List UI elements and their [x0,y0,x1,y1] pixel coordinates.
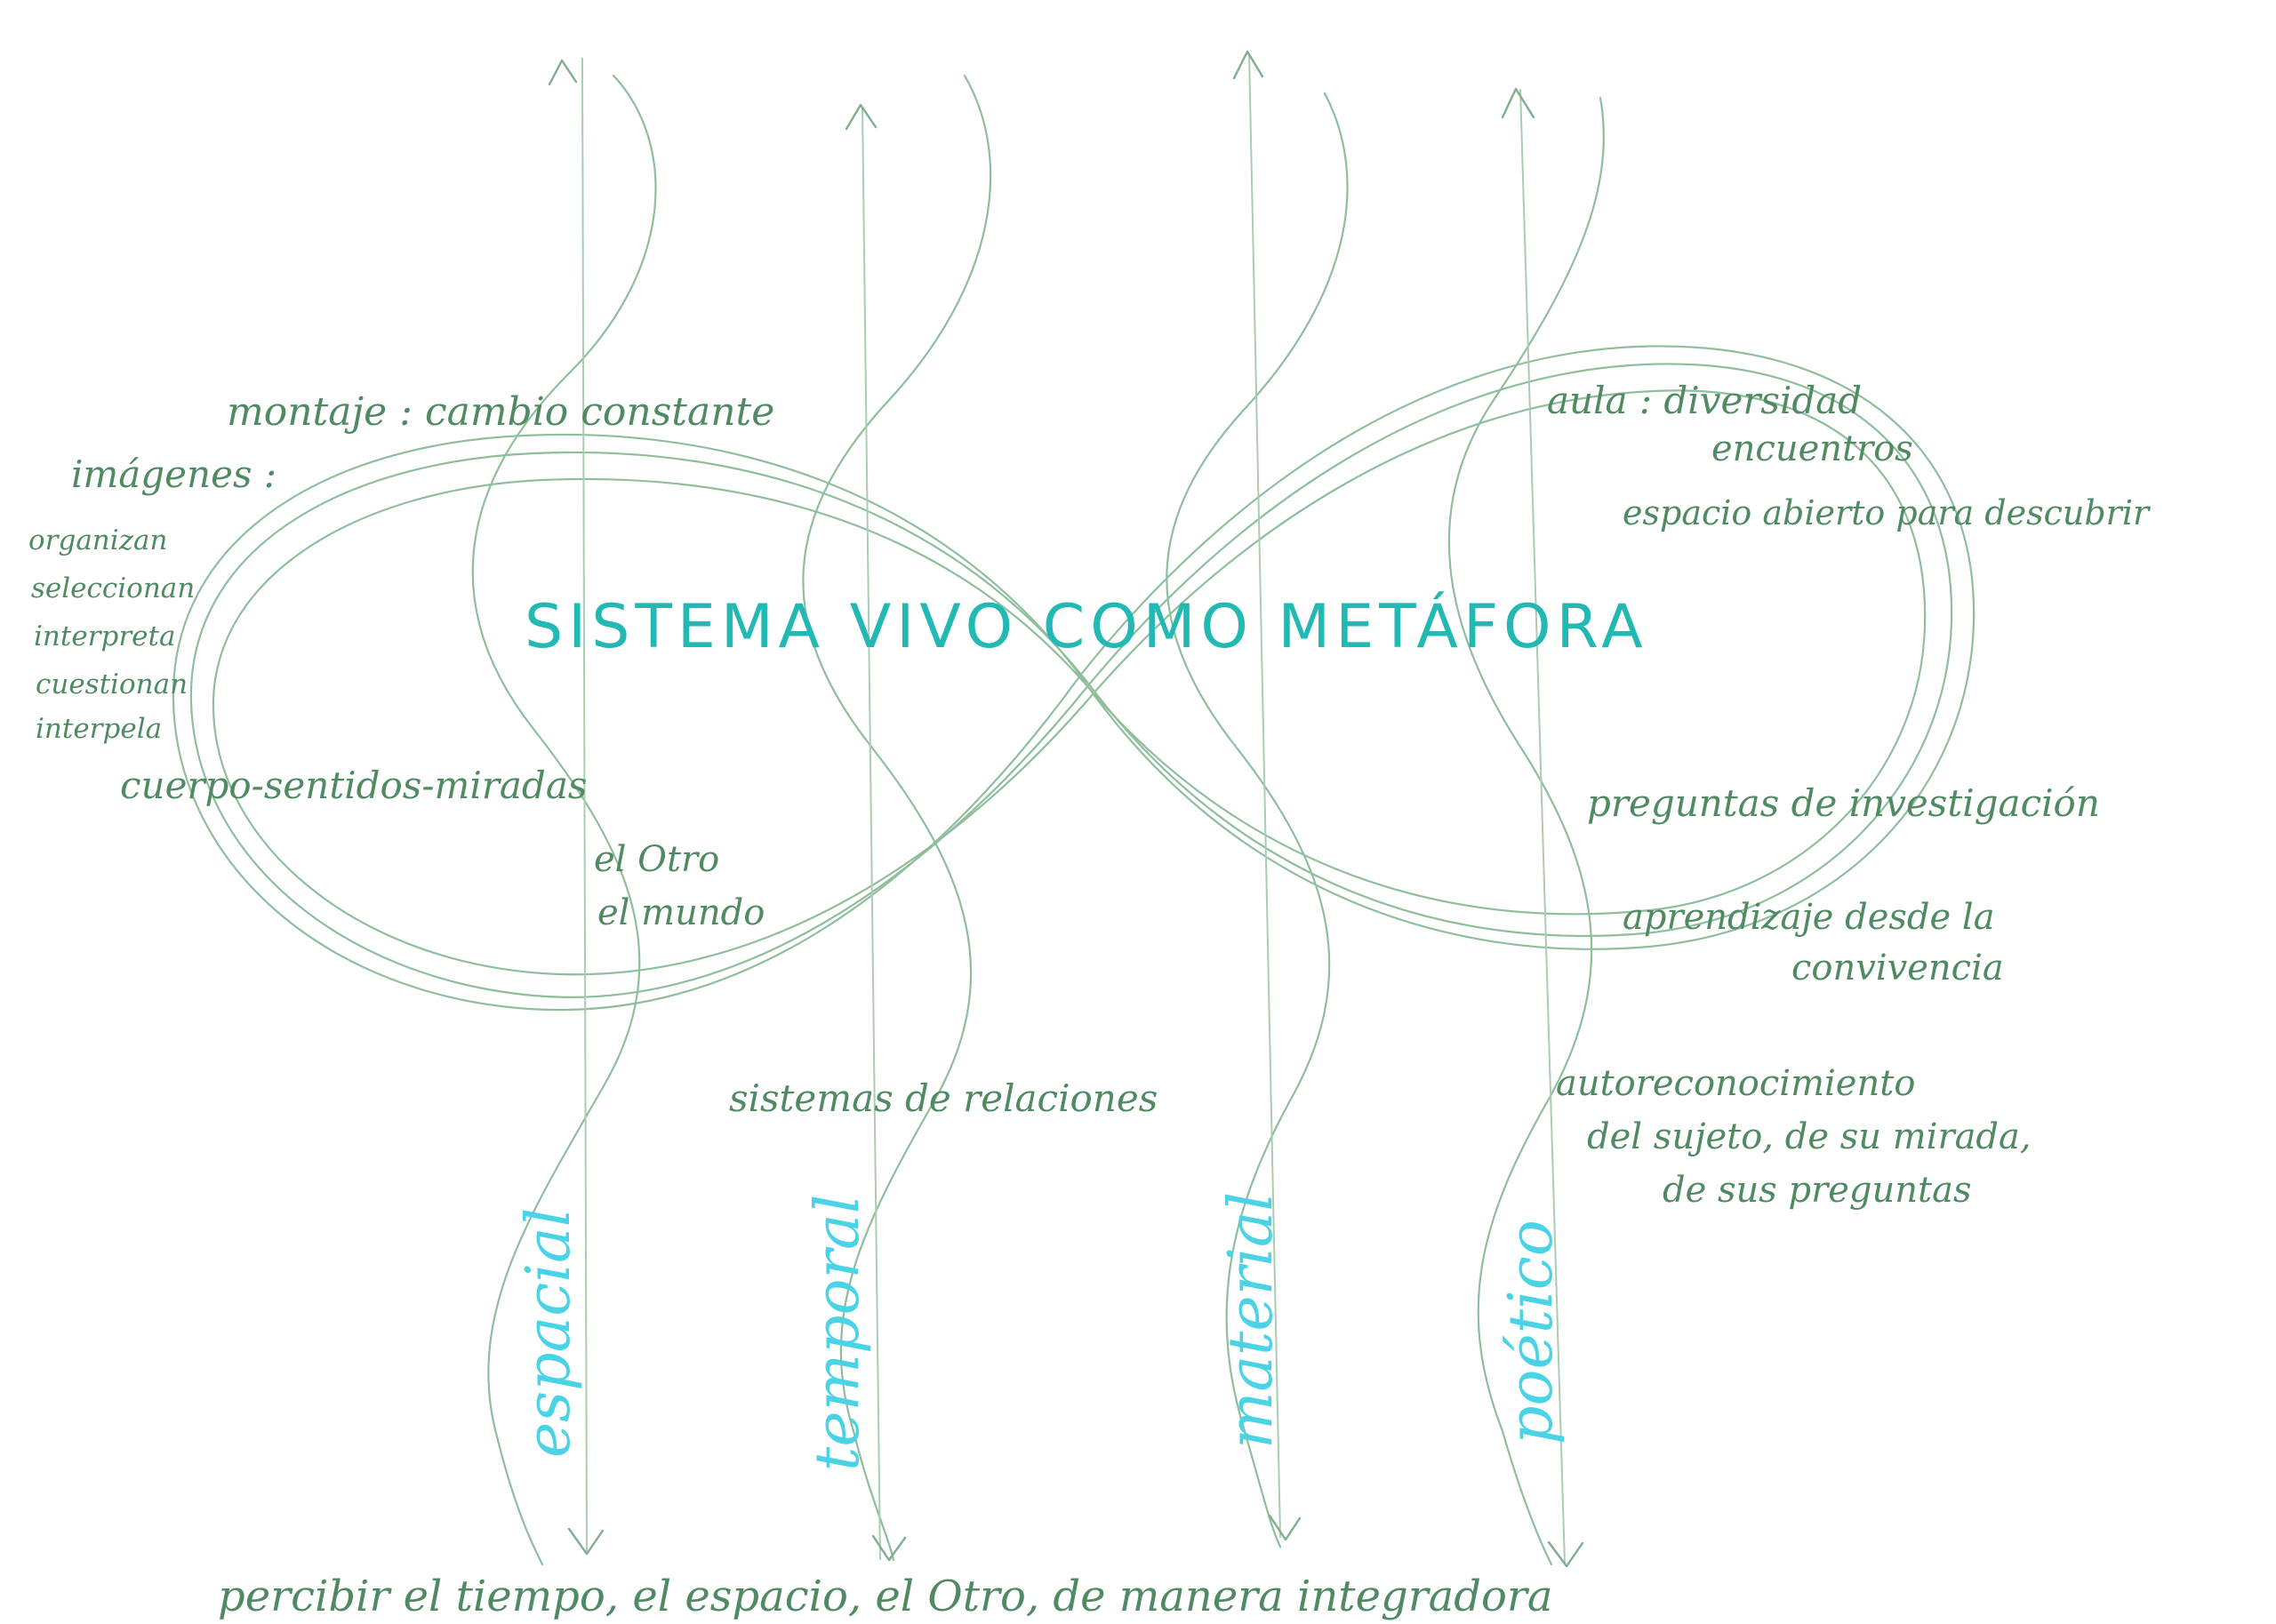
wavy-strand-3 [1166,92,1349,1548]
note-verb-seleccionan: seleccionan [31,572,195,604]
arrowhead-up-espacial [548,59,578,86]
note-aula: aula : diversidad [1547,379,1862,422]
arrowhead-down-temporal [871,1534,907,1562]
axis-line-material [1248,52,1281,1539]
axis-label-poetico: poético [1496,1220,1567,1444]
arrowhead-up-temporal [845,103,878,131]
footer-text: percibir el tiempo, el espacio, el Otro,… [218,1572,1552,1621]
wavy-strand-1 [471,74,657,1566]
note-mundo: el mundo [597,892,765,933]
axis-line-temporal [862,106,881,1561]
infinity-loop-1 [189,363,1953,998]
wavy-strand-4 [1447,96,1605,1566]
note-imagenes: imágenes : [71,452,276,496]
note-convivencia: convivencia [1791,948,2004,988]
note-sujeto-mirada: del sujeto, de su mirada, [1587,1116,2032,1157]
infinity-loop-2 [212,389,1927,976]
axis-label-espacial: espacial [514,1208,584,1458]
arrowhead-down-poetico [1547,1540,1584,1568]
infinity-loop-3 [172,345,1975,1012]
note-montaje: montaje : cambio constante [227,389,774,435]
arrowhead-up-poetico [1501,87,1535,119]
note-preguntas-investigacion: preguntas de investigación [1587,781,2100,825]
note-otro: el Otro [594,839,719,880]
note-autoreconocimiento: autoreconocimiento [1556,1063,1915,1104]
note-sus-preguntas: de sus preguntas [1663,1170,1972,1211]
axes [548,50,1584,1568]
axis-label-material: material [1216,1192,1286,1449]
note-cuerpo: cuerpo-sentidos-miradas [120,764,587,807]
arrowhead-up-material [1232,50,1264,80]
note-sistemas-relaciones: sistemas de relaciones [729,1076,1158,1120]
wavy-strands [471,74,1605,1566]
note-aprendizaje: aprendizaje desde la [1623,897,1995,938]
wavy-strand-2 [802,74,992,1562]
axis-line-espacial [581,57,588,1552]
note-verb-cuestionan: cuestionan [36,668,188,700]
note-verb-interpreta: interpreta [34,620,175,652]
note-verb-organizan: organizan [28,524,167,556]
note-espacio-abierto: espacio abierto para descubrir [1623,493,2152,532]
diagram-title: SISTEMA VIVO COMO METÁFORA [525,591,1648,662]
axis-label-temporal: temporal [803,1195,873,1471]
arrowhead-down-espacial [567,1527,605,1556]
infinity-loops [172,345,1975,1012]
arrowhead-down-material [1268,1514,1302,1541]
note-verb-interpela: interpela [36,713,162,745]
note-encuentros: encuentros [1711,428,1913,469]
axis-line-poetico [1519,88,1566,1565]
